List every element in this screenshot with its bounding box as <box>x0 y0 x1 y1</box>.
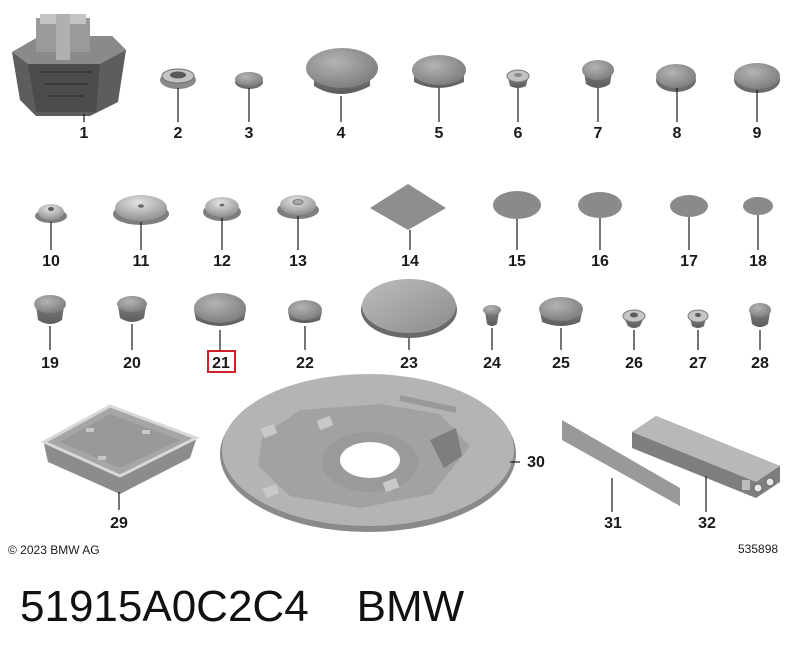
callout-31: 31 <box>604 515 622 532</box>
parts-diagram: 1 2 3 4 5 6 7 8 9 10 11 12 13 14 15 16 1… <box>8 14 780 557</box>
part-17-plug <box>670 195 708 217</box>
callout-7: 7 <box>594 125 603 142</box>
part-27-grommet <box>687 309 709 328</box>
callout-15: 15 <box>508 253 526 270</box>
callout-26: 26 <box>625 355 643 372</box>
callout-24: 24 <box>483 355 501 372</box>
callout-13: 13 <box>289 253 307 270</box>
callout-labels: 1 2 3 4 5 6 7 8 9 10 11 12 13 14 15 16 1… <box>41 125 769 532</box>
part-8-plug <box>656 64 696 92</box>
part-7-plug <box>582 60 614 88</box>
callout-25: 25 <box>552 355 570 372</box>
part-16-plug <box>578 192 622 218</box>
part-29-square-cover <box>40 404 200 494</box>
part-number: 51915A0C2C4 <box>20 582 309 631</box>
highlight-box <box>207 350 236 373</box>
part-14-foil-patch <box>370 184 446 230</box>
brand-name: BMW <box>356 582 465 631</box>
copyright-notice: © 2023 BMW AG <box>8 543 100 557</box>
part-1-jack-pad <box>12 14 126 116</box>
callout-21: 21 <box>212 355 230 372</box>
callout-4: 4 <box>337 125 346 142</box>
part-30-plate <box>220 374 516 532</box>
part-15-plug <box>493 191 541 219</box>
callout-14: 14 <box>401 253 419 270</box>
callout-27: 27 <box>689 355 707 372</box>
part-26-grommet <box>622 309 646 328</box>
callout-2: 2 <box>174 125 183 142</box>
callout-20: 20 <box>123 355 141 372</box>
callout-10: 10 <box>42 253 60 270</box>
callout-29: 29 <box>110 515 128 532</box>
callout-17: 17 <box>680 253 698 270</box>
part-32-bracket <box>632 416 780 498</box>
callout-1: 1 <box>80 125 89 142</box>
part-11-dome-plug <box>113 195 169 225</box>
part-18-plug <box>743 197 773 215</box>
part-9-plug <box>734 63 780 93</box>
part-22-plug <box>288 300 322 323</box>
part-2-grommet <box>160 68 196 89</box>
callout-6: 6 <box>514 125 523 142</box>
part-13-dome-plug <box>277 195 319 219</box>
callout-3: 3 <box>245 125 254 142</box>
part-19-plug <box>34 295 66 324</box>
callout-16: 16 <box>591 253 609 270</box>
callout-19: 19 <box>41 355 59 372</box>
callout-9: 9 <box>753 125 762 142</box>
part-6-plug <box>506 69 530 88</box>
callout-11: 11 <box>133 253 150 270</box>
part-3-plug <box>235 72 263 89</box>
part-10-dome-plug <box>35 204 67 223</box>
callout-30: 30 <box>527 454 545 471</box>
part-24-plug <box>483 305 501 326</box>
callout-23: 23 <box>400 355 418 372</box>
part-number-caption: 51915A0C2C4 BMW <box>20 582 464 652</box>
callout-22: 22 <box>296 355 314 372</box>
part-31-strip <box>562 420 680 506</box>
part-4-plug <box>306 48 378 94</box>
part-28-plug <box>749 303 771 327</box>
callout-5: 5 <box>435 125 444 142</box>
part-12-dome-plug <box>203 197 241 221</box>
callout-12: 12 <box>213 253 231 270</box>
part-5-plug <box>412 55 466 88</box>
part-21-plug <box>194 293 246 326</box>
callout-18: 18 <box>749 253 767 270</box>
part-23-disc <box>361 279 457 338</box>
part-20-plug <box>117 296 147 322</box>
diagram-id: 535898 <box>738 542 778 556</box>
part-25-plug <box>539 297 583 326</box>
leader-lines <box>49 88 761 512</box>
callout-8: 8 <box>673 125 682 142</box>
callout-28: 28 <box>751 355 769 372</box>
callout-32: 32 <box>698 515 716 532</box>
